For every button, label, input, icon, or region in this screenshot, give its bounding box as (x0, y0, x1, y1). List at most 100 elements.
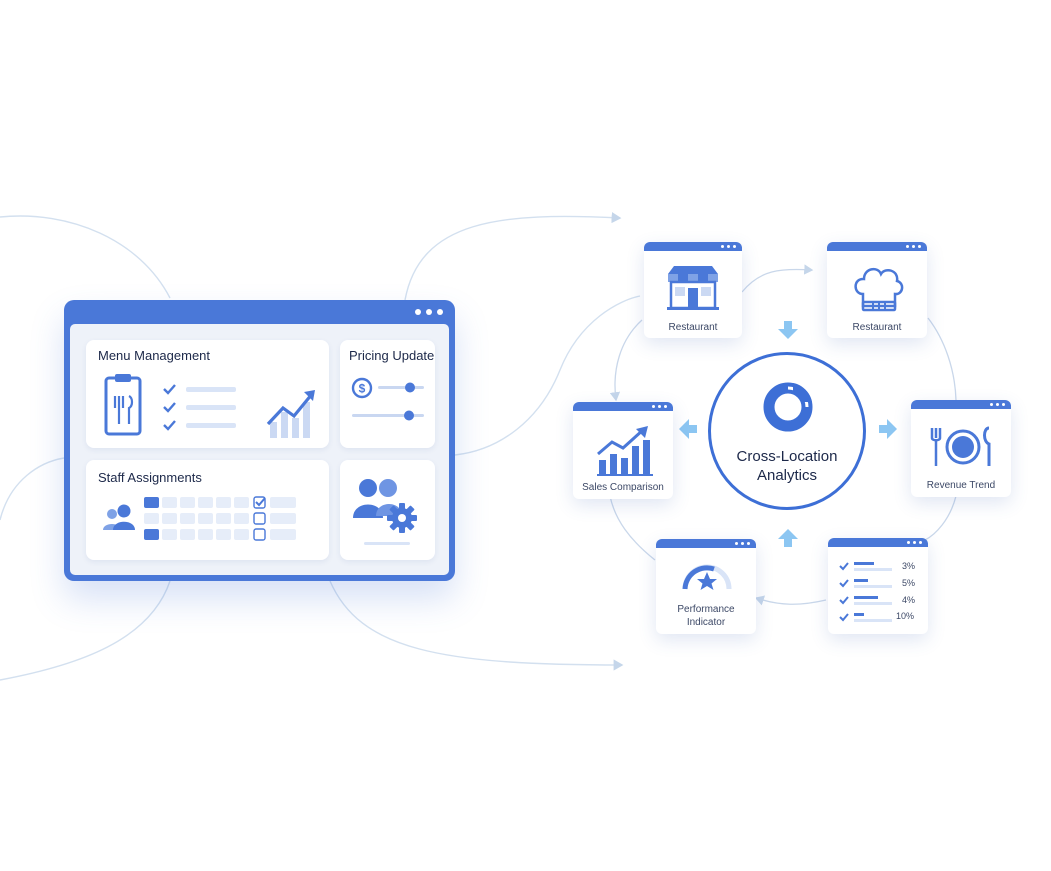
card-header (911, 400, 1011, 409)
schedule-grid-icon (144, 496, 296, 541)
card-header (828, 538, 928, 547)
window-dot[interactable] (437, 309, 443, 315)
schedule-cell (198, 497, 213, 508)
schedule-cell (162, 497, 177, 508)
connector-curve (609, 495, 656, 561)
card-header (656, 539, 756, 548)
connector-curve (754, 595, 827, 606)
window-dot[interactable] (426, 309, 432, 315)
connector-curve (927, 317, 957, 401)
bar-chart-icon (597, 426, 653, 476)
panel-title: Pricing Update (349, 348, 435, 363)
card-label-line: Performance (677, 604, 735, 615)
staff-panel-graphics (103, 496, 296, 541)
metric-value: 4% (902, 595, 916, 605)
schedule-cell (270, 497, 296, 508)
staff-assignments-panel[interactable]: Staff Assignments (86, 460, 329, 560)
card-label: Restaurant (668, 322, 718, 333)
schedule-cell (180, 497, 195, 508)
card-header (827, 242, 927, 251)
metric-value: 5% (902, 578, 916, 588)
checkmark-icon (255, 497, 266, 507)
restaurant-store-card[interactable]: Restaurant (644, 242, 742, 338)
card-label: Restaurant (852, 322, 902, 333)
clipboard-icon (104, 374, 142, 436)
donut-chart-icon (763, 382, 813, 432)
storefront-icon (667, 266, 719, 310)
window-dot[interactable] (415, 309, 421, 315)
card-label: Sales Comparison (582, 482, 664, 493)
svg-text:$: $ (359, 382, 366, 396)
slider-icon (352, 382, 424, 421)
cross-location-analytics-hub[interactable]: Cross-Location Analytics (708, 352, 866, 510)
panel-title: Menu Management (98, 348, 211, 363)
schedule-cell (180, 513, 195, 524)
connector-curve (0, 580, 171, 681)
schedule-cell (234, 513, 249, 524)
schedule-cell (162, 529, 177, 540)
schedule-cell (144, 497, 159, 508)
checklist-icon (839, 562, 892, 622)
connector-curve (454, 295, 641, 456)
hub-title-line: Cross-Location (736, 448, 838, 465)
connector-curve (741, 264, 814, 293)
card-label-line: Indicator (686, 617, 726, 628)
arrow-down-icon (778, 321, 798, 339)
checklist-icon (163, 384, 176, 431)
menu-management-panel[interactable]: Menu Management (86, 340, 329, 448)
schedule-cell (234, 529, 249, 540)
dashboard-body: Menu Management (70, 324, 449, 575)
connector-curve (404, 211, 622, 301)
schedule-cell (270, 513, 296, 524)
arrow-up-icon (778, 529, 798, 547)
trend-chart-icon (266, 390, 315, 438)
arrow-left-icon (679, 419, 697, 439)
pricing-update-panel[interactable]: Pricing Update $ (340, 340, 435, 448)
schedule-cell (198, 513, 213, 524)
connector-curve (609, 319, 643, 402)
menu-panel-graphics (104, 374, 315, 438)
card-header (573, 402, 673, 411)
users-icon (103, 504, 135, 530)
dollar-icon: $ (351, 377, 373, 399)
metric-value: 10% (896, 611, 915, 621)
arrow-right-icon (879, 419, 897, 439)
metric-value: 3% (902, 561, 916, 571)
sales-comparison-card[interactable]: Sales Comparison (573, 402, 673, 499)
restaurant-chef-card[interactable]: Restaurant (827, 242, 927, 338)
window-titlebar (64, 300, 455, 324)
schedule-cell (270, 529, 296, 540)
connector-curve (0, 457, 65, 521)
star-gauge-icon (682, 564, 732, 590)
chef-hat-icon (854, 267, 904, 312)
schedule-checkbox (253, 512, 266, 525)
hub-title: Cross-Location Analytics (711, 447, 863, 485)
schedule-cell (144, 513, 159, 524)
dashboard-window: Menu Management (64, 300, 455, 581)
connector-curve (0, 215, 171, 299)
window-controls[interactable] (415, 309, 443, 315)
schedule-cell (144, 529, 159, 540)
schedule-cell (162, 513, 177, 524)
plate-cutlery-icon (930, 426, 991, 466)
team-settings-panel[interactable] (340, 460, 435, 560)
schedule-cell (216, 529, 231, 540)
card-header (644, 242, 742, 251)
pricing-panel-graphics: $ (351, 377, 424, 421)
panel-title: Staff Assignments (98, 470, 202, 485)
card-label: Revenue Trend (926, 480, 996, 491)
connector-curve (329, 580, 624, 671)
schedule-cell (198, 529, 213, 540)
performance-indicator-card[interactable]: Performance Indicator (656, 539, 756, 634)
revenue-trend-card[interactable]: Revenue Trend (911, 400, 1011, 497)
schedule-cell (216, 513, 231, 524)
schedule-cell (216, 497, 231, 508)
hub-title-line: Analytics (756, 467, 818, 484)
schedule-cell (180, 529, 195, 540)
schedule-checkbox (253, 528, 266, 541)
schedule-cell (234, 497, 249, 508)
card-label: Performance Indicator (656, 603, 756, 629)
metrics-checklist-card[interactable]: 3% 5% 4% 10% (828, 538, 928, 634)
